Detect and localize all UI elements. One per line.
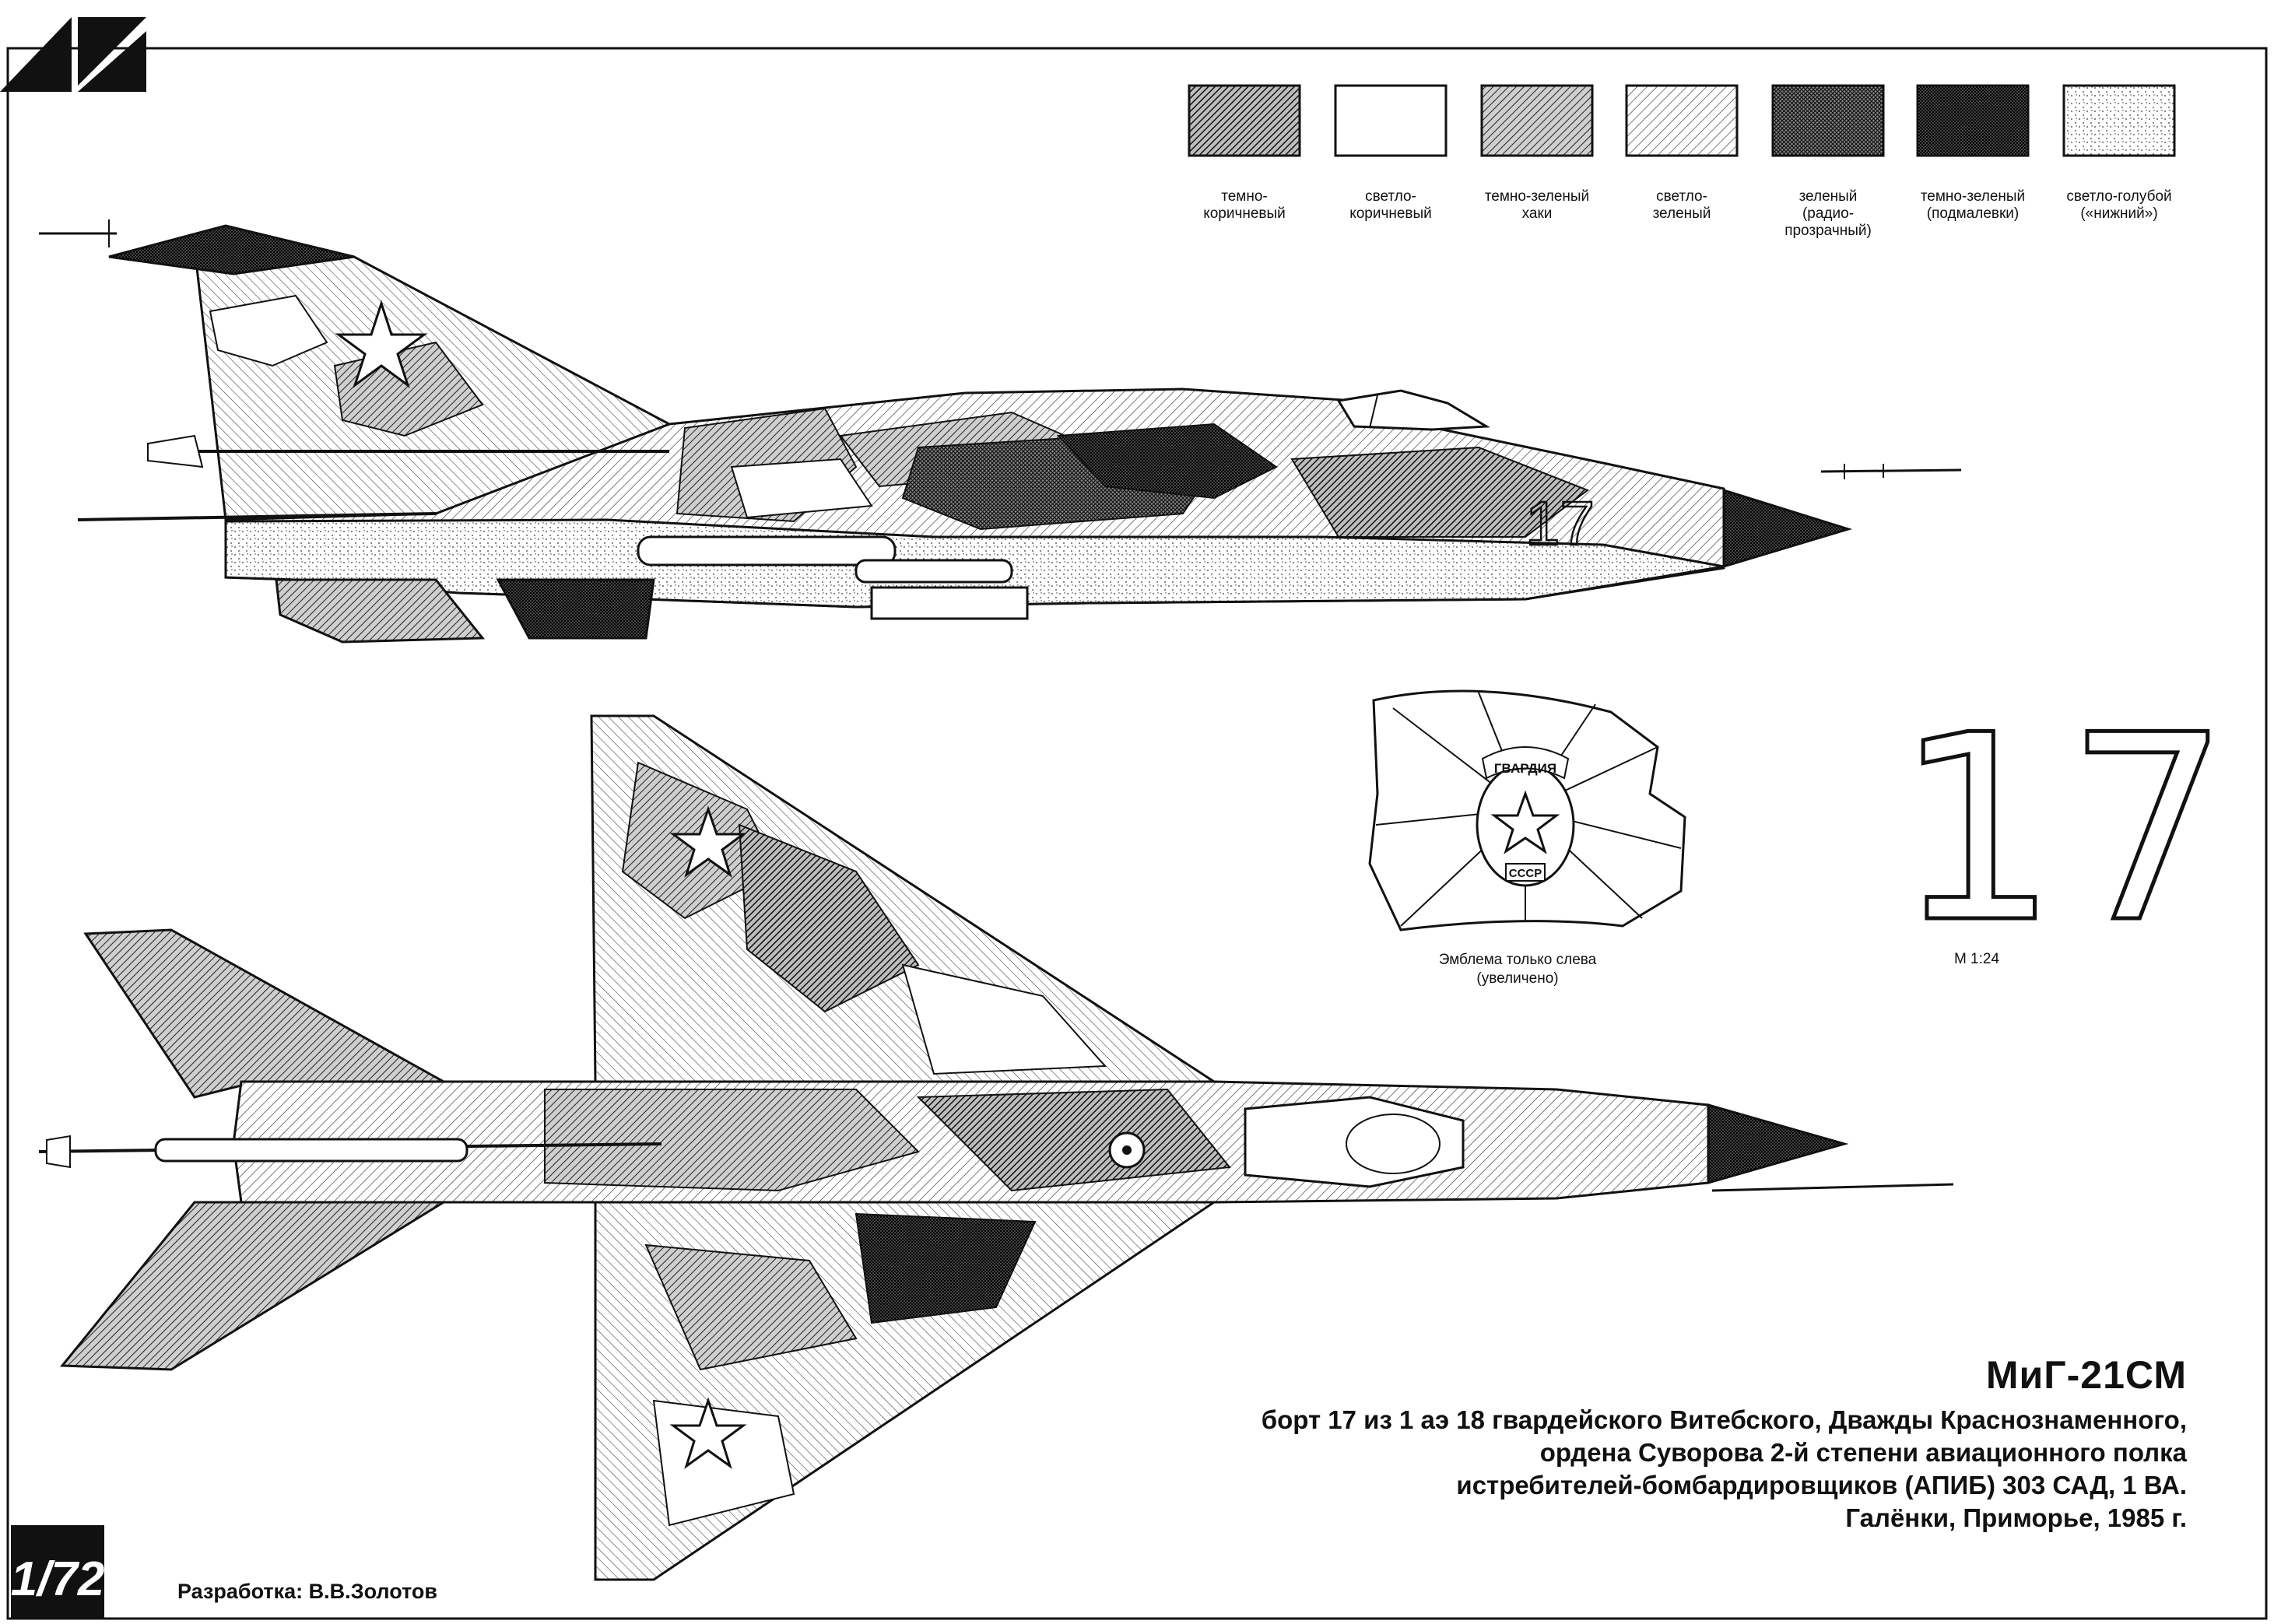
- color-legend: [1188, 84, 2176, 157]
- board-number-outline: 17: [1895, 680, 2237, 979]
- side-nose-cone: [1722, 488, 1853, 569]
- legend-label-khaki: темно-зеленый хаки: [1484, 188, 1590, 222]
- svg-text:17: 17: [1525, 489, 1595, 558]
- description-line-4: Галёнки, Приморье, 1985 г.: [1845, 1503, 2187, 1532]
- legend-swatch-light-blue: [2062, 84, 2176, 157]
- legend-label-dark-green: темно-зеленый (подмалевки): [1920, 188, 2026, 222]
- description-line-2: ордена Суворова 2-й степени авиационного…: [1539, 1438, 2187, 1467]
- legend-swatch-light-brown: [1334, 84, 1448, 157]
- top-wing-star-upper: [669, 805, 747, 878]
- side-canopy: [1336, 389, 1490, 431]
- emblem-badge-text: СССР: [1509, 867, 1542, 880]
- legend-label-dark-brown: темно- коричневый: [1203, 188, 1286, 222]
- top-wing-star-lower: [669, 1397, 747, 1469]
- legend-label-green-radio: зеленый (радио- прозрачный): [1784, 188, 1872, 239]
- scale-caption: М 1:24: [1953, 951, 2000, 967]
- legend-label-light-brown: светло- коричневый: [1349, 188, 1432, 222]
- author-credit: Разработка: В.В.Золотов: [177, 1580, 437, 1603]
- top-view-aircraft: [38, 714, 1954, 1581]
- scale-badge-text: 1/72: [11, 1552, 105, 1606]
- top-stabilizer-lower: [59, 1201, 448, 1371]
- legend-label-light-blue: светло-голубой («нижний»): [2066, 188, 2172, 222]
- top-stabilizer-upper: [83, 928, 448, 1099]
- top-nose-cone: [1707, 1103, 1849, 1184]
- legend-swatch-green-radio: [1771, 84, 1885, 157]
- legend-swatch-light-green: [1625, 84, 1739, 157]
- legend-swatch-khaki: [1480, 84, 1594, 157]
- side-tail-star: [335, 300, 428, 388]
- emblem-caption: Эмблема только слева (увеличено): [1438, 952, 1597, 987]
- legend-swatch-dark-green: [1916, 84, 2030, 157]
- legend-label-light-green: светло- зеленый: [1652, 188, 1711, 222]
- top-canopy: [1244, 1096, 1465, 1188]
- side-view-aircraft: 17: [39, 219, 1962, 644]
- description-line-1: борт 17 из 1 аэ 18 гвардейского Витебско…: [1261, 1405, 2187, 1434]
- scale-badge: 1/72: [11, 1525, 105, 1619]
- emblem-banner-text: ГВАРДИЯ: [1494, 761, 1556, 776]
- publisher-logo: [0, 17, 146, 92]
- sheet-border: [6, 47, 2268, 1620]
- legend-swatch-dark-brown: [1188, 84, 1301, 157]
- aircraft-title: МиГ-21СМ: [1985, 1353, 2187, 1397]
- guards-emblem: ГВАРДИЯ СССР: [1368, 689, 1686, 931]
- description-line-3: истребителей-бомбардировщиков (АПИБ) 303…: [1456, 1471, 2187, 1499]
